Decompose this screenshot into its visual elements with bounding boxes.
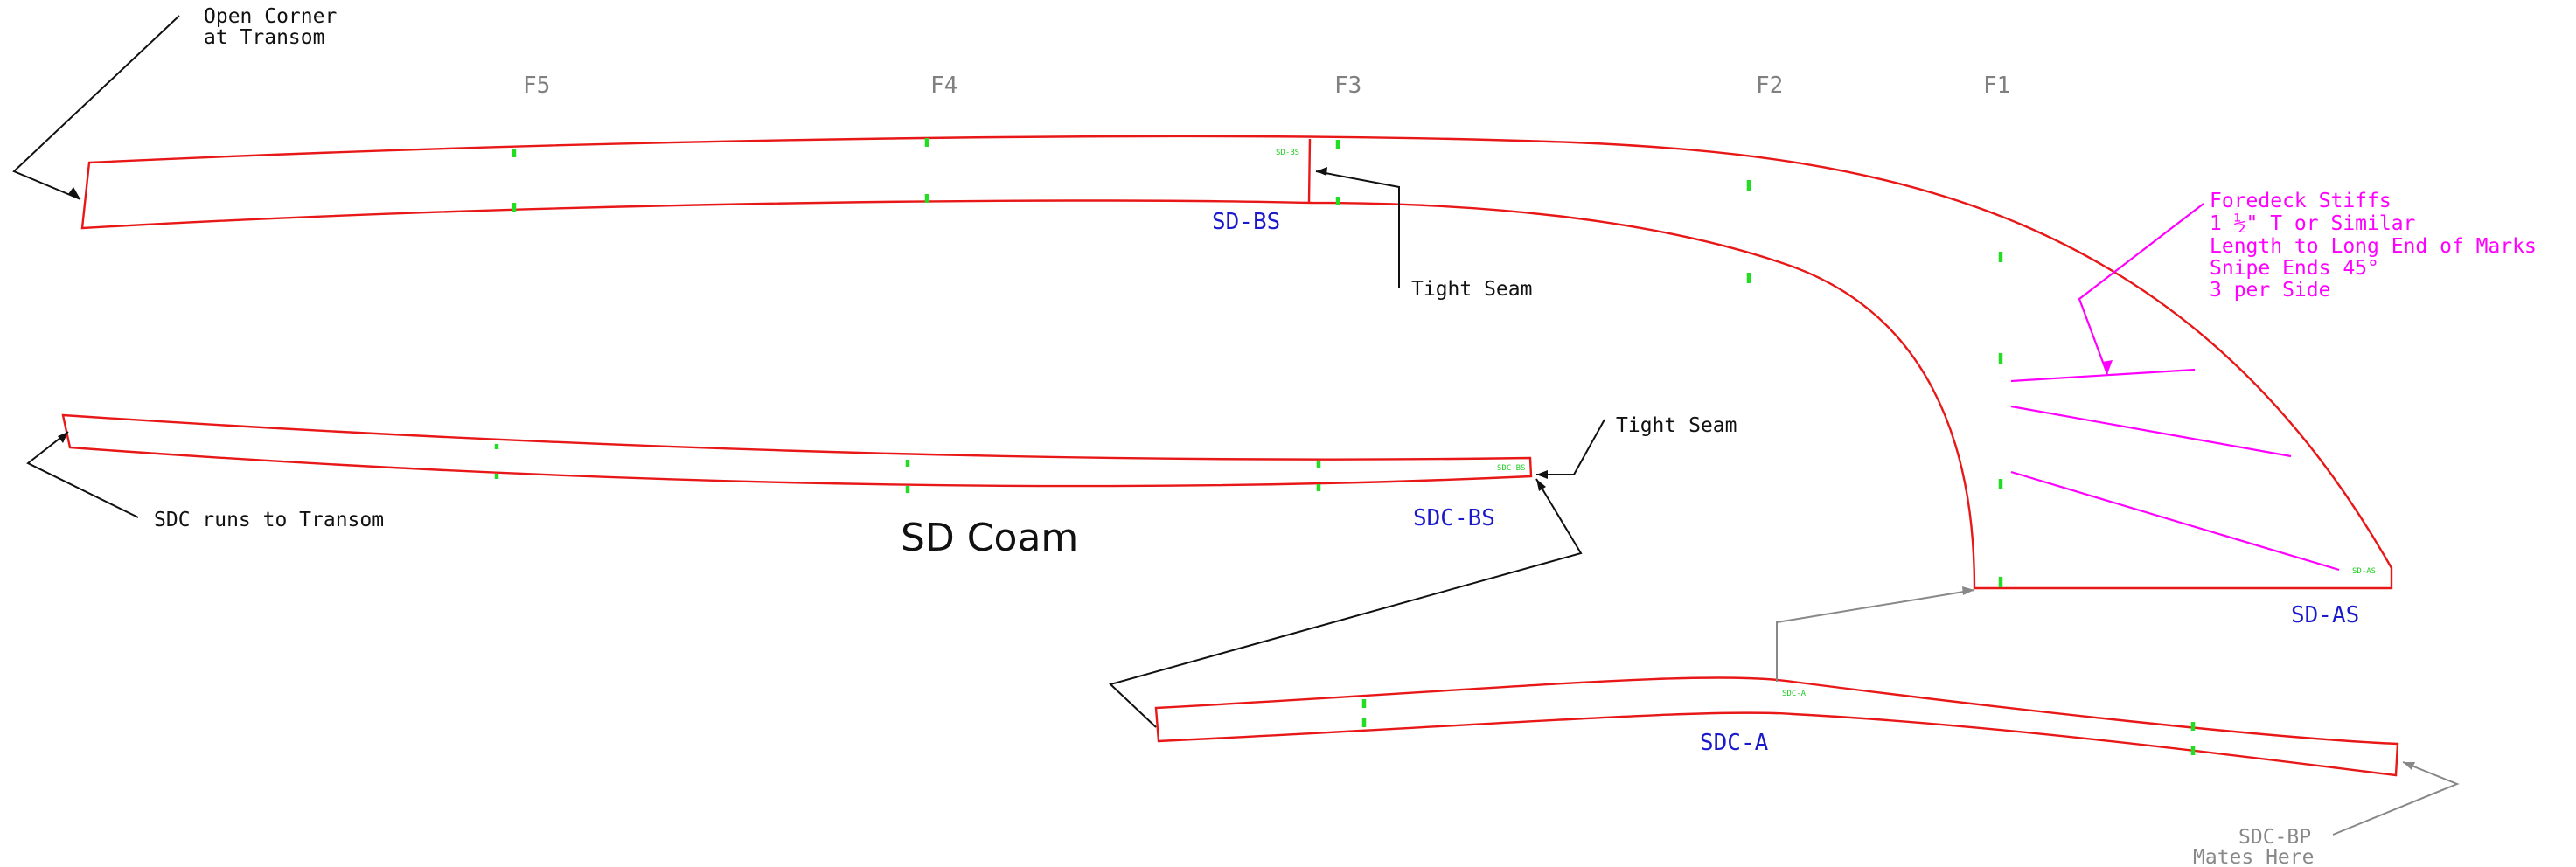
foredeck-stiffeners: [2010, 203, 2340, 572]
frame-labels: F5 F4 F3 F2 F1: [523, 73, 2010, 99]
note-foredeck-line5: 3 per Side: [2210, 279, 2330, 302]
sdc-bs-strip: [61, 413, 1533, 488]
note-foredeck-stiffs: Foredeck Stiffs 1 ½" T or Similar Length…: [2210, 190, 2537, 302]
leader-sdc-bp: [2332, 761, 2460, 836]
arrowhead-icon: [2403, 762, 2415, 770]
note-foredeck-line2: 1 ½" T or Similar: [2210, 212, 2415, 235]
leader-sdc-runs: [26, 431, 139, 518]
arrowhead-icon: [58, 432, 68, 443]
small-tag-sdc-a: SDC-A: [1782, 690, 1807, 698]
frame-label-f3: F3: [1334, 73, 1361, 99]
stiffener: [2010, 405, 2292, 458]
sd-seam-line: [1307, 138, 1312, 203]
leader-sdc-joint: [1109, 478, 1583, 728]
drawing-title: SD Coam: [901, 516, 1078, 560]
arrowhead-icon: [2102, 360, 2113, 374]
note-sdc-bp-line1: SDC-BP: [2238, 826, 2311, 849]
stiffener: [2010, 470, 2340, 572]
note-sdc-bp-line2: Mates Here: [2193, 846, 2314, 867]
sd-side-deck-outline: [80, 135, 2393, 590]
part-label-sd-as: SD-AS: [2291, 602, 2359, 628]
leader-tight-seam-1: [1315, 170, 1400, 288]
leader-tight-seam-2: [1536, 419, 1605, 475]
note-foredeck-line1: Foredeck Stiffs: [2210, 190, 2392, 212]
arrowhead-icon: [1962, 586, 1974, 595]
note-sdc-runs: SDC runs to Transom: [154, 509, 384, 531]
leaders: [12, 15, 1605, 728]
part-label-sdc-a: SDC-A: [1700, 730, 1769, 756]
arrowhead-icon: [1536, 470, 1548, 479]
frame-label-f2: F2: [1756, 73, 1783, 99]
note-tight-seam-1: Tight Seam: [1411, 278, 1532, 301]
note-tight-seam-2: Tight Seam: [1616, 414, 1737, 437]
note-foredeck-line3: Length to Long End of Marks: [2210, 235, 2537, 258]
arrowhead-icon: [1536, 479, 1546, 491]
note-open-corner-line1: Open Corner: [204, 5, 337, 28]
frame-label-f5: F5: [523, 73, 550, 99]
note-foredeck-line4: Snipe Ends 45°: [2210, 257, 2379, 280]
frame-label-f1: F1: [1983, 73, 2010, 99]
leader-sdc-a-to-sd-as: [1776, 589, 1975, 682]
note-open-corner-line2: at Transom: [204, 26, 324, 49]
sdc-a-strip: [1154, 676, 2399, 777]
frame-label-f4: F4: [930, 73, 957, 99]
small-tag-sd-bs: SD-BS: [1276, 149, 1299, 157]
grey-leaders: [1776, 586, 2460, 836]
sd-outer-edge: [80, 135, 2393, 590]
frame-tick-marks: [494, 138, 2196, 755]
foredeck-leader: [2078, 203, 2204, 375]
leader-open-corner: [12, 15, 180, 200]
arrowhead-icon: [68, 187, 80, 199]
small-tag-sdc-bs: SDC-BS: [1497, 464, 1526, 473]
part-label-sd-bs: SD-BS: [1212, 209, 1280, 235]
stiffener: [2010, 368, 2196, 383]
arrowhead-icon: [1316, 167, 1327, 176]
part-label-sdc-bs: SDC-BS: [1413, 505, 1495, 531]
small-tag-sd-as: SD-AS: [2352, 567, 2376, 576]
